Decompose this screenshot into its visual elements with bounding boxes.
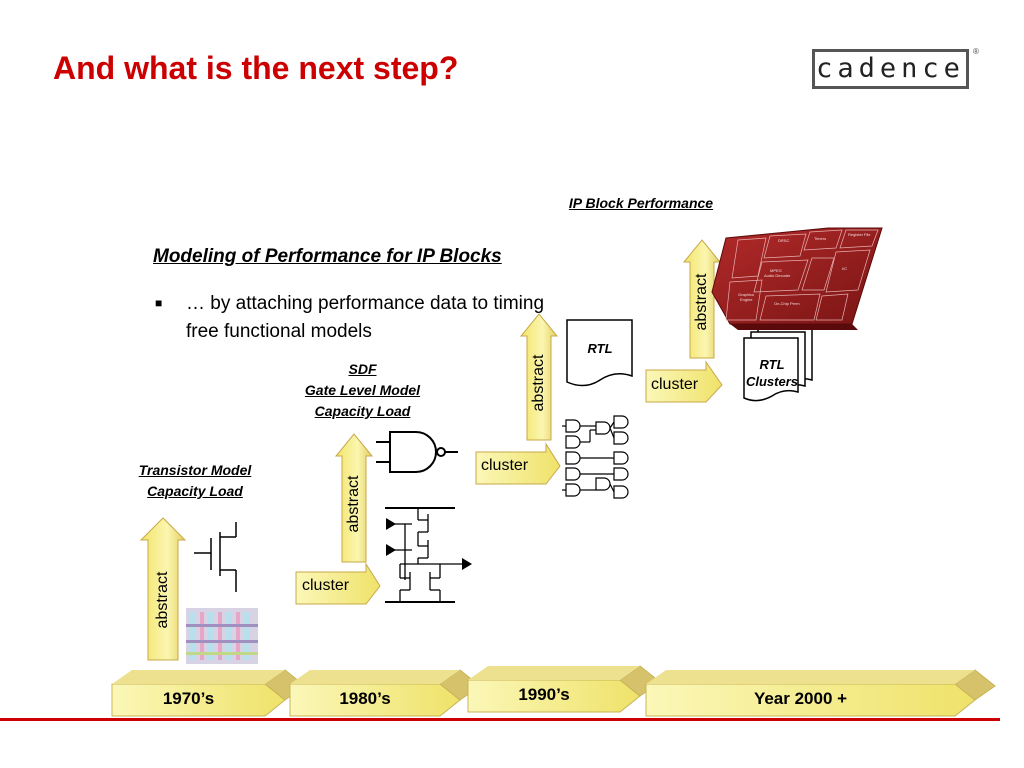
sdf-caption-line2: Gate Level Model bbox=[304, 382, 421, 398]
rtl-document-label: RTL bbox=[587, 341, 613, 356]
svg-text:MPEG: MPEG bbox=[770, 268, 782, 273]
svg-text:Audio Decoder: Audio Decoder bbox=[764, 273, 791, 278]
nand-gate-symbol bbox=[376, 431, 458, 473]
sdf-caption-line1: SDF bbox=[348, 361, 377, 377]
transistor-caption: Transistor Model Capacity Load bbox=[120, 460, 270, 502]
transistor-caption-line1: Transistor Model bbox=[138, 462, 252, 478]
svg-text:Engine: Engine bbox=[740, 297, 753, 302]
cluster-label-1980: cluster bbox=[302, 577, 350, 594]
rtl-document-shape bbox=[566, 319, 633, 387]
abstract-label-1990: abstract bbox=[530, 354, 547, 412]
svg-text:I/C: I/C bbox=[842, 266, 847, 271]
cluster-label-1990: cluster bbox=[481, 457, 529, 474]
sdf-caption-line3: Capacity Load bbox=[314, 403, 411, 419]
rtl-clusters-label: RTL Clusters bbox=[742, 356, 802, 390]
modeling-heading: Modeling of Performance for IP Blocks bbox=[153, 246, 502, 267]
timeline-label-1990: 1990’s bbox=[518, 685, 570, 704]
timeline-arrow-1970 bbox=[111, 669, 306, 717]
svg-text:On-Chip Perm: On-Chip Perm bbox=[774, 301, 800, 306]
abstract-arrow-1980 bbox=[334, 433, 374, 563]
cluster-arrow-1990 bbox=[475, 442, 561, 485]
timeline-label-1970: 1970’s bbox=[162, 689, 215, 708]
abstract-label-2000: abstract bbox=[693, 273, 710, 331]
output-arrow bbox=[462, 558, 472, 570]
cluster-label-2000: cluster bbox=[651, 376, 699, 393]
gate-cluster bbox=[562, 415, 629, 499]
rtl-clusters-shape bbox=[743, 325, 813, 402]
rtl-clusters-line1: RTL bbox=[759, 357, 785, 372]
registered-mark: ® bbox=[973, 47, 979, 56]
svg-text:Register File: Register File bbox=[848, 232, 871, 237]
timeline-arrow-2000 bbox=[645, 669, 996, 717]
rtl-clusters-line2: Clusters bbox=[745, 374, 799, 389]
abstract-label-1980: abstract bbox=[345, 475, 362, 533]
cadence-logo: cadence bbox=[812, 49, 969, 89]
cluster-arrow-2000 bbox=[645, 360, 723, 403]
input-arrow-b bbox=[386, 544, 396, 556]
svg-text:DRSC: DRSC bbox=[778, 238, 789, 243]
transistor-symbol bbox=[194, 522, 237, 592]
svg-text:Graphics: Graphics bbox=[738, 292, 754, 297]
layout-thumbnail bbox=[186, 608, 258, 664]
ip-block-caption: IP Block Performance bbox=[568, 195, 714, 211]
cmos-circuit bbox=[385, 507, 462, 603]
abstract-arrow-1970 bbox=[139, 517, 187, 661]
bullet-icon: ■ bbox=[155, 296, 163, 310]
sdf-caption: SDF Gate Level Model Capacity Load bbox=[285, 359, 440, 422]
transistor-caption-line2: Capacity Load bbox=[147, 483, 243, 499]
abstract-arrow-1990 bbox=[519, 313, 559, 441]
cluster-arrow-1980 bbox=[295, 562, 381, 605]
input-arrow-a bbox=[386, 518, 396, 530]
slide-title: And what is the next step? bbox=[53, 50, 459, 86]
abstract-arrow-2000 bbox=[682, 239, 722, 359]
timeline-label-1980: 1980’s bbox=[339, 689, 391, 708]
bottom-rule bbox=[0, 718, 1000, 721]
timeline-label-2000: Year 2000 + bbox=[753, 689, 848, 708]
modeling-bullet: … by attaching performance data to timin… bbox=[186, 293, 545, 342]
svg-text:Timers: Timers bbox=[814, 236, 826, 241]
abstract-label-1970: abstract bbox=[154, 571, 171, 629]
ip-chip-floorplan: DRSC Timers Register File MPEG Audio Dec… bbox=[711, 227, 883, 330]
